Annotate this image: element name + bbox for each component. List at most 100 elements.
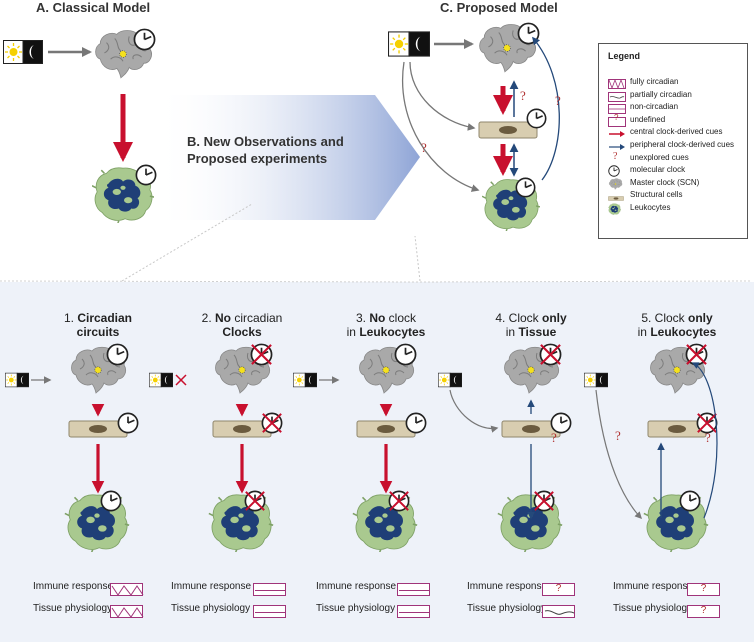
experiments-panel (0, 282, 754, 642)
immune-response-none-box (253, 583, 286, 596)
undefined-mark: ? (555, 583, 562, 594)
legend-item: partially circadian (599, 89, 749, 102)
unexplored-cue-marker: ? (421, 140, 427, 155)
legend-item-label: unexplored cues (630, 152, 689, 162)
light-to-tissue-arrow (409, 61, 476, 131)
zoom-guide-lines (121, 203, 421, 282)
experiment-title-text: Leukocytes (650, 325, 717, 339)
disrupted-clock-icon (261, 412, 283, 434)
tissue-physiology-undefined-box: ? (687, 605, 720, 618)
disrupted-clock-icon (250, 343, 273, 366)
unexplored-cue-marker: ? (520, 88, 526, 103)
new-observations-title-line1: B. New Observations and (187, 134, 344, 149)
tissue-physiology-partial-box (542, 605, 575, 618)
no-input-cross-icon (175, 374, 187, 386)
clock-icon (135, 164, 157, 186)
legend-item-label: undefined (630, 114, 666, 124)
experiment-title-text: Clock (654, 311, 689, 325)
legend-item-label: peripheral clock-derived cues (630, 140, 735, 149)
tissue-physiology-none-box (253, 605, 286, 618)
light-to-leukocyte-arrow (595, 389, 642, 520)
experiment-title-text: only (542, 311, 567, 325)
experiment-title-text: No (215, 311, 231, 325)
experiment-number: 1. (63, 311, 74, 325)
clock-icon (106, 343, 129, 366)
immune-response-label: Immune response (613, 581, 694, 592)
legend-item-label: central clock-derived cues (630, 127, 723, 137)
new-observations-title-line2: Proposed experiments (187, 151, 328, 166)
tissue-physiology-label: Tissue physiology (613, 603, 693, 614)
light-dark-cycle-icon (438, 372, 462, 388)
clock-icon (679, 490, 701, 512)
light-dark-cycle-icon (293, 372, 317, 388)
immune-response-undefined-box: ? (687, 583, 720, 596)
unexplored-cue-marker: ? (555, 93, 561, 108)
experiment-title-text: in (346, 325, 360, 339)
structural-cell-icon (608, 189, 626, 202)
clock-icon (608, 164, 626, 177)
leukocyte-icon (608, 202, 626, 215)
legend-item: fully circadian (599, 76, 749, 90)
tissue-physiology-label: Tissue physiology (316, 603, 396, 614)
tissue-physiology-none-box (397, 605, 430, 618)
legend-item: peripheral clock-derived cues (599, 139, 749, 151)
light-to-tissue-arrow (449, 389, 499, 433)
clock-icon (405, 412, 427, 434)
partially-circadian-box (608, 89, 626, 102)
blue-arrow (608, 139, 626, 151)
legend-item: central clock-derived cues (599, 126, 749, 138)
legend-item: Structural cells (599, 189, 749, 202)
legend-item-label: molecular clock (630, 165, 686, 175)
undefined-mark: ? (700, 605, 707, 616)
clock-icon (100, 490, 122, 512)
legend-item-label: Leukocytes (630, 203, 671, 212)
legend-item-label: Master clock (SCN) (630, 177, 700, 187)
immune-response-undefined-box: ? (542, 583, 575, 596)
light-dark-cycle-icon (149, 372, 173, 388)
legend-item: ? unexplored cues (599, 150, 749, 164)
experiment-title-text: Tissue (518, 325, 557, 339)
tissue-physiology-label: Tissue physiology (467, 603, 547, 614)
fully-circadian-box (608, 76, 626, 90)
tissue-physiology-fully-box (110, 605, 144, 618)
immune-response-label: Immune response (33, 581, 114, 592)
undefined-mark: ? (700, 583, 707, 594)
light-dark-cycle-icon (388, 31, 430, 57)
legend-item-label: partially circadian (630, 89, 692, 99)
legend-item-label: Structural cells (630, 190, 683, 200)
experiment-title-text: Circadian (77, 311, 133, 325)
brain-icon (608, 177, 626, 190)
light-dark-cycle-icon (584, 372, 608, 388)
experiment-title-text: Clock (508, 311, 543, 325)
light-dark-cycle-icon (3, 39, 43, 65)
legend-item: molecular clock (599, 164, 749, 177)
legend-unexplored-mark: ? (613, 150, 618, 162)
undefined-box: ? (608, 113, 626, 127)
unexplored-cue-marker: ? (551, 430, 557, 445)
experiments-diagrams (5, 343, 718, 552)
legend-item: ? undefined (599, 113, 749, 127)
light-to-leukocyte-arrow (402, 61, 480, 192)
red-question-mark: ? (608, 150, 626, 164)
new-observations-arrow (155, 95, 420, 220)
new-observations-title: B. New Observations and Proposed experim… (187, 133, 344, 167)
clock-icon (515, 177, 536, 198)
immune-response-label: Immune response (467, 581, 548, 592)
disrupted-clock-icon (244, 490, 266, 512)
experiment-title-text: Clocks (222, 325, 262, 339)
tissue-physiology-label: Tissue physiology (171, 603, 251, 614)
clock-icon (133, 28, 156, 51)
clock-icon (394, 343, 417, 366)
immune-response-fully-box (110, 583, 144, 596)
legend-item: Leukocytes (599, 202, 749, 215)
legend-item-label: fully circadian (630, 77, 679, 86)
non-circadian-box (608, 101, 626, 115)
unexplored-cue-marker: ? (615, 428, 621, 443)
clock-icon (526, 108, 547, 129)
classical-model-title: A. Classical Model (36, 0, 151, 15)
